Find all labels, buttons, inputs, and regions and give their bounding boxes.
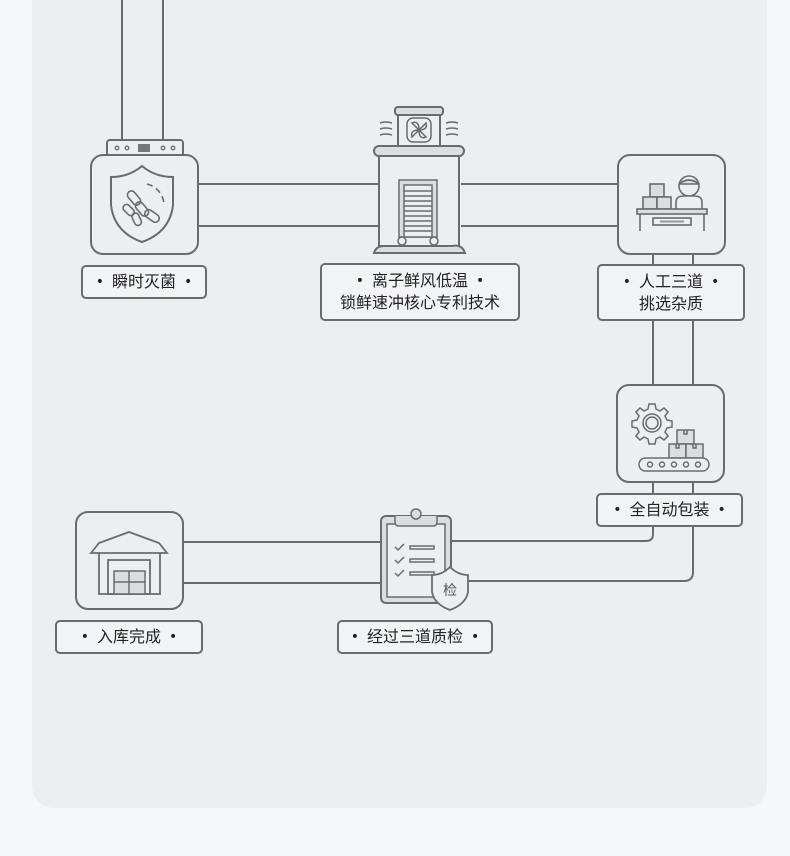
step-title: 人工三道 (638, 271, 703, 291)
step-subtitle: 挑选杂质 (638, 293, 703, 313)
step-title: 全自动包装 (629, 500, 710, 519)
step-title: 入库完成 (96, 627, 161, 646)
bullet: • (95, 274, 104, 290)
cold-storage-icon (372, 106, 467, 254)
step-title: 离子鲜风低温 (371, 271, 468, 290)
inspection-node (380, 508, 469, 611)
step-label-warehouse: • 入库完成 • (55, 620, 203, 654)
step-title: 瞬时灭菌 (111, 272, 176, 291)
step-label-sterilize: • 瞬时灭菌 • (81, 265, 207, 299)
clipboard-check-icon (380, 508, 469, 611)
bullet: • (80, 629, 89, 645)
inspection-badge-text: 检 (443, 583, 457, 599)
sterilize-node (90, 139, 199, 255)
step-label-auto-pack: • 全自动包装 • (596, 493, 743, 527)
connector-pack-to-inspection (452, 482, 694, 582)
control-panel-icon (114, 144, 176, 152)
manual-sort-node (617, 154, 726, 255)
bullet: • (717, 502, 726, 518)
gear-conveyor-icon (631, 403, 710, 472)
step-subtitle: 锁鲜速冲核心专利技术 (339, 293, 500, 312)
cold-storage-node (372, 106, 467, 254)
connector-sterilize-to-cold (198, 183, 378, 227)
connector-sorting-to-pack (652, 254, 694, 385)
warehouse-icon (89, 531, 169, 595)
warehouse-node (75, 511, 184, 610)
step-label-cold-storage: • 离子鲜风低温 • 锁鲜速冲核心专利技术 (320, 263, 520, 321)
bullet: • (471, 629, 480, 645)
shield-badge-icon (431, 565, 469, 611)
shield-bacteria-icon (110, 164, 174, 244)
bullet: • (711, 273, 720, 290)
bullet: • (350, 629, 359, 645)
fan-icon (406, 117, 432, 143)
step-label-inspection: • 经过三道质检 • (337, 620, 493, 654)
step-title: 经过三道质检 (366, 627, 463, 646)
step-label-manual-sort: • 人工三道 • 挑选杂质 (597, 264, 745, 321)
connector-inspection-to-warehouse (183, 541, 381, 584)
bullet: • (613, 502, 622, 518)
bullet: • (476, 273, 485, 289)
bullet: • (169, 629, 178, 645)
bullet: • (622, 273, 631, 290)
bullet: • (184, 274, 193, 290)
connector-top-entry (121, 0, 164, 140)
worker-sorting-icon (636, 175, 708, 231)
connector-cold-to-sorting (461, 183, 618, 227)
auto-pack-node (616, 384, 725, 483)
bullet: • (355, 273, 364, 289)
